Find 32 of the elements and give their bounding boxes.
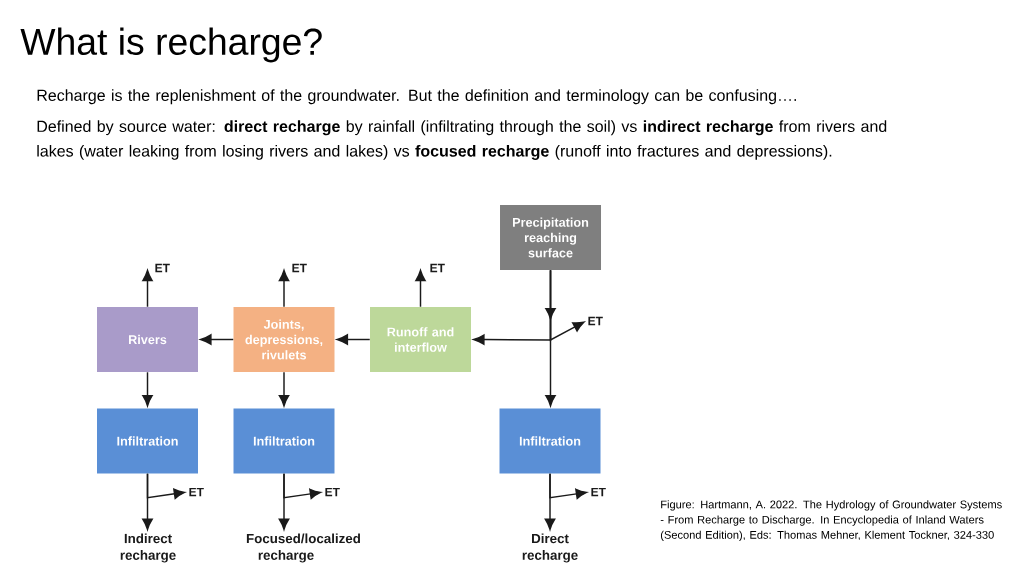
arrow	[545, 269, 556, 407]
et-label: ET	[292, 263, 307, 273]
outcome-label: Direct recharge	[522, 533, 578, 563]
flow-box: Infiltration	[233, 408, 335, 474]
arrow	[142, 473, 153, 530]
et-label: ET	[325, 487, 340, 497]
flow-box: Joints, depressions, rivulets	[233, 307, 335, 372]
flow-box: Rivers	[97, 307, 198, 372]
flow-box: Runoff and interflow	[370, 307, 471, 372]
figure-caption: Figure: Hartmann, A. 2022. The Hydrology of Groundwater Systems - From Recharge to Discharge. In Encyclopedia of Inland Waters (Second Edition), Eds: Thomas Mehner, Klement Tockner, 324-330	[660, 500, 1002, 541]
arrow	[278, 371, 290, 407]
arrow	[415, 269, 426, 308]
paragraph: Defined by source water: direct recharge by rainfall (infiltrating through the soil) vs indirect recharge from rivers and lakes (water leaking from losing rivers and lakes) vs focused recharge (runoff into fractures and depressions).	[37, 120, 887, 160]
outcome-label: Focused/localized recharge	[246, 533, 360, 563]
arrow	[278, 473, 290, 530]
et-label: ET	[155, 263, 170, 273]
arrow	[142, 371, 153, 407]
et-label: ET	[430, 263, 445, 273]
flow-box: Infiltration	[97, 408, 198, 474]
paragraph: Recharge is the replenishment of the groundwater. But the definition and terminology can be confusing….	[37, 89, 796, 105]
flow-box: Infiltration	[499, 408, 601, 474]
arrow	[278, 269, 290, 308]
flow-box: Precipitation reaching surface	[500, 205, 601, 270]
arrow	[544, 473, 556, 530]
arrow	[200, 334, 234, 345]
arrow	[142, 269, 153, 308]
et-label: ET	[189, 487, 204, 497]
et-label: ET	[591, 487, 606, 497]
et-label: ET	[588, 316, 603, 326]
outcome-label: Indirect recharge	[120, 533, 176, 563]
slide-title: What is recharge?	[20, 27, 322, 63]
arrow	[336, 334, 371, 345]
